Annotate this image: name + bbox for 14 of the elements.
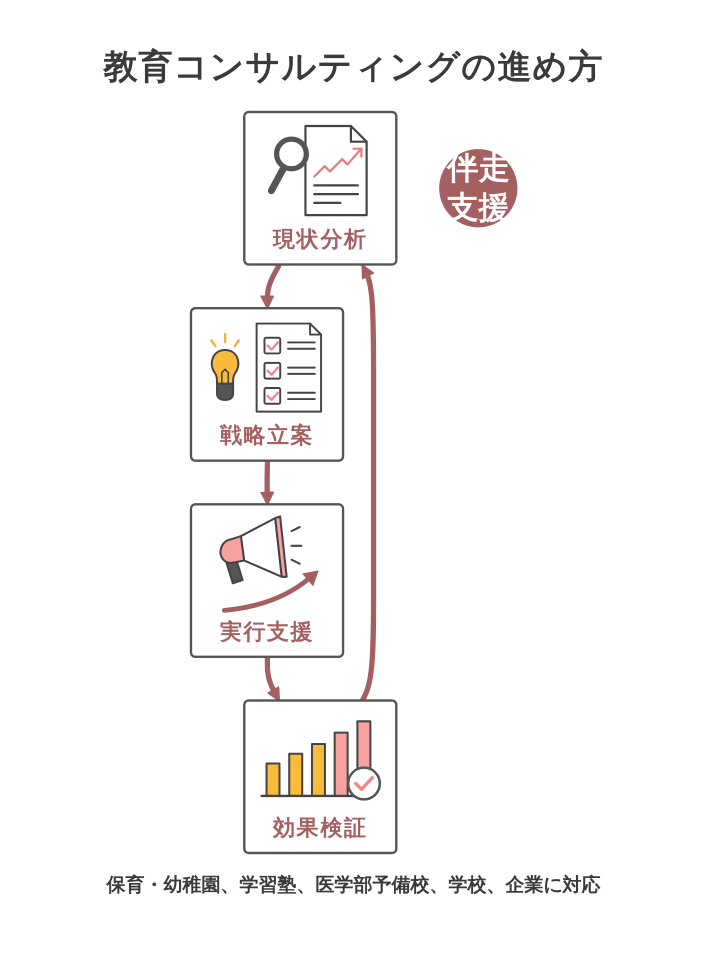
step-box	[242, 699, 398, 854]
diagram-caption: 保育・幼稚園、学習塾、医学部予備校、学校、企業に対応	[106, 874, 600, 896]
cycle-arrow	[260, 264, 282, 310]
step-box	[190, 307, 344, 462]
step-label: 戦略立案	[220, 422, 314, 448]
hub-circle	[438, 149, 518, 228]
step-box	[242, 110, 398, 266]
diagram-title: 教育コンサルティングの進め方	[104, 47, 604, 87]
cycle-arrow	[264, 657, 280, 702]
step-box	[190, 503, 344, 658]
cycle-arrow	[260, 461, 274, 506]
step-label: 効果検証	[272, 815, 368, 840]
step-label: 現状分析	[272, 226, 368, 252]
step-label: 実行支援	[220, 618, 314, 644]
